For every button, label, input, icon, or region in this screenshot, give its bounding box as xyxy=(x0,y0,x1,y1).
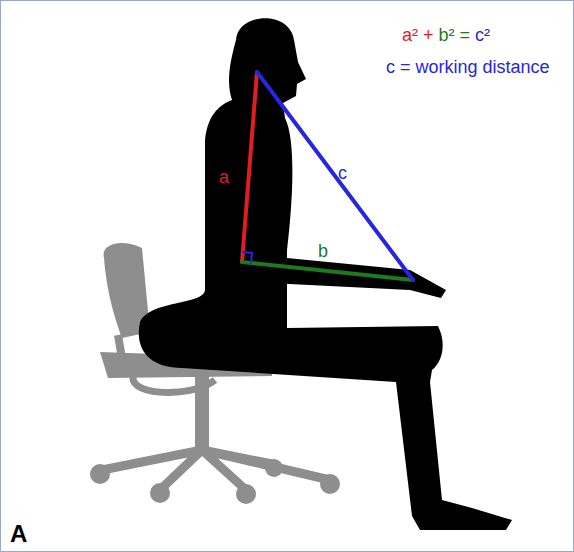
person-silhouette xyxy=(139,18,512,530)
formula-operator: + xyxy=(423,26,434,46)
side-c-line xyxy=(257,72,413,280)
side-label: a xyxy=(219,168,229,188)
side-a-line xyxy=(242,72,257,262)
formula-term: a² xyxy=(402,26,418,46)
right-angle-mark xyxy=(243,252,252,263)
formula-term: c² xyxy=(475,26,490,46)
side-label: b xyxy=(318,242,328,262)
side-label: c xyxy=(338,164,347,184)
side-b-line xyxy=(242,262,413,280)
formula-term: b² xyxy=(439,26,455,46)
formula-operator: = xyxy=(460,26,471,46)
formula-legend-note: c = working distance xyxy=(386,58,550,78)
panel-letter: A xyxy=(10,521,27,547)
triangle-lines xyxy=(242,72,413,280)
